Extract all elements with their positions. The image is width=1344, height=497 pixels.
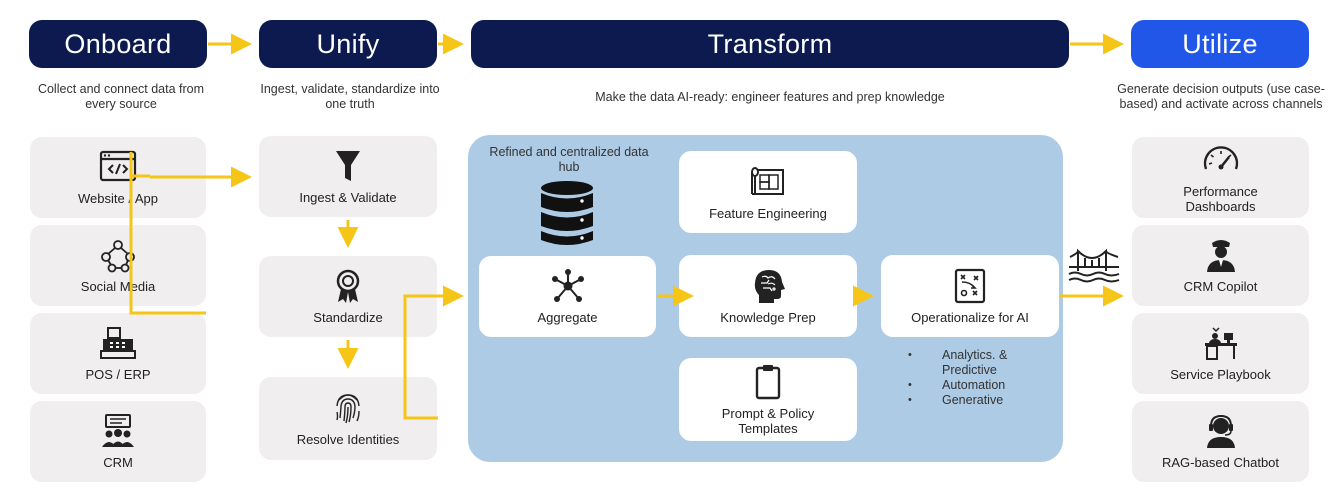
- blueprint-icon: [748, 164, 788, 200]
- operationalize-label: Operationalize for AI: [911, 309, 1029, 325]
- headset-agent-icon: [1201, 413, 1241, 449]
- stage-onboard-title: Onboard: [64, 28, 172, 59]
- unify-card-standardize: Standardize: [259, 256, 437, 337]
- stage-unify-title: Unify: [316, 28, 380, 59]
- unify-label: Resolve Identities: [296, 432, 400, 447]
- source-label: Social Media: [80, 279, 156, 294]
- strategy-board-icon: [950, 268, 990, 304]
- unify-label: Standardize: [313, 310, 383, 325]
- source-label: POS / ERP: [85, 367, 151, 382]
- output-label: CRM Copilot: [1183, 279, 1258, 294]
- operationalize-item: Automation: [908, 378, 1068, 393]
- source-card-website-app: Website / App: [30, 137, 206, 218]
- clipboard-icon: [748, 364, 788, 400]
- output-label: RAG-based Chatbot: [1161, 455, 1280, 470]
- stage-transform-header: Transform: [471, 20, 1069, 68]
- source-card-social-media: Social Media: [30, 225, 206, 306]
- award-ribbon-icon: [328, 268, 368, 304]
- stage-transform-title: Transform: [707, 28, 833, 59]
- aggregate-card: Aggregate: [479, 256, 656, 337]
- stage-onboard-header: Onboard: [29, 20, 207, 68]
- stage-utilize-title: Utilize: [1182, 28, 1258, 59]
- funnel-icon: [328, 148, 368, 184]
- feature-engineering-label: Feature Engineering: [709, 205, 827, 221]
- stage-onboard-subtitle: Collect and connect data from every sour…: [37, 82, 205, 111]
- output-card-rag-chatbot: RAG-based Chatbot: [1132, 401, 1309, 482]
- crm-people-icon: [98, 413, 138, 449]
- output-card-crm-copilot: CRM Copilot: [1132, 225, 1309, 306]
- code-window-icon: [98, 149, 138, 185]
- source-card-pos-erp: POS / ERP: [30, 313, 206, 394]
- database-icon: [540, 180, 594, 248]
- aggregate-label: Aggregate: [537, 310, 598, 325]
- copilot-agent-icon: [1201, 237, 1241, 273]
- operationalize-card: Operationalize for AI: [881, 255, 1059, 337]
- brain-head-icon: [748, 268, 788, 304]
- unify-card-ingest-validate: Ingest & Validate: [259, 136, 437, 217]
- knowledge-prep-card: Knowledge Prep: [679, 255, 857, 337]
- operationalize-item: Generative: [908, 393, 1068, 408]
- unify-label: Ingest & Validate: [299, 190, 397, 205]
- knowledge-prep-label: Knowledge Prep: [720, 309, 816, 325]
- stage-transform-subtitle: Make the data AI-ready: engineer feature…: [595, 90, 945, 104]
- fingerprint-icon: [328, 390, 368, 426]
- output-label: Performance Dashboards: [1183, 183, 1258, 214]
- data-hub-label: Refined and centralized data hub: [489, 145, 649, 174]
- output-label: Service Playbook: [1170, 367, 1271, 382]
- stage-utilize-subtitle: Generate decision outputs (use case-base…: [1117, 82, 1325, 111]
- source-label: CRM: [103, 455, 133, 470]
- social-network-icon: [98, 237, 138, 273]
- desk-workspace-icon: [1201, 325, 1241, 361]
- stage-unify-subtitle: Ingest, validate, standardize into one t…: [260, 82, 440, 111]
- cash-register-icon: [98, 325, 138, 361]
- prompt-policy-card: Prompt & Policy Templates: [679, 358, 857, 441]
- prompt-policy-label: Prompt & Policy Templates: [721, 405, 815, 436]
- gauge-icon: [1201, 142, 1241, 178]
- bridge-icon: [1068, 247, 1120, 287]
- hub-network-icon: [548, 268, 588, 304]
- output-card-service-playbook: Service Playbook: [1132, 313, 1309, 394]
- operationalize-item: Analytics. & Predictive: [908, 348, 1068, 378]
- stage-utilize-header: Utilize: [1131, 20, 1309, 68]
- source-card-crm: CRM: [30, 401, 206, 482]
- operationalize-list: Analytics. & Predictive Automation Gener…: [908, 348, 1068, 408]
- feature-engineering-card: Feature Engineering: [679, 151, 857, 233]
- source-label: Website / App: [78, 191, 158, 206]
- output-card-performance-dashboards: Performance Dashboards: [1132, 137, 1309, 218]
- stage-unify-header: Unify: [259, 20, 437, 68]
- unify-card-resolve-identities: Resolve Identities: [259, 377, 437, 460]
